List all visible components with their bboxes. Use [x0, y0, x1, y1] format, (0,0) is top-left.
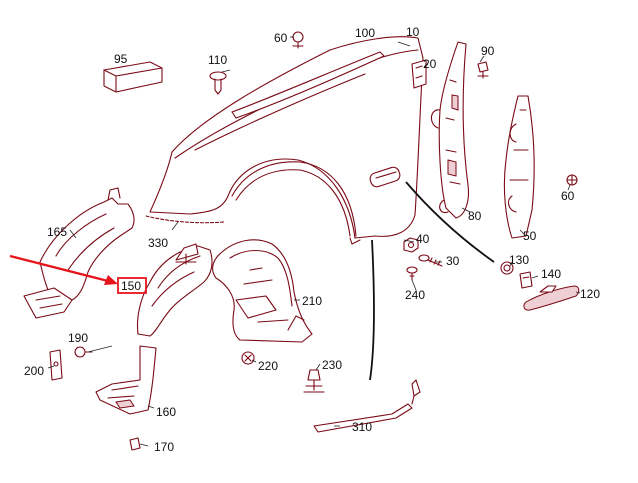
clip-90-part	[477, 61, 489, 79]
screw-60-top-part	[292, 31, 304, 49]
leader-lines	[47, 36, 581, 447]
clip-140-part	[519, 271, 533, 289]
cover-50-part	[503, 95, 535, 239]
label-90: 90	[481, 44, 495, 58]
clip-110-part	[209, 71, 227, 95]
label-60-top: 60	[274, 31, 288, 45]
label-130: 130	[509, 253, 529, 267]
part-labels: 95 110 60 100 10 20 90 80 50 60 40 30 24…	[24, 25, 600, 454]
label-210: 210	[302, 294, 322, 308]
label-170: 170	[154, 440, 174, 454]
wheel-liner-150-part	[136, 243, 213, 337]
label-100: 100	[355, 26, 375, 40]
label-220: 220	[258, 359, 278, 373]
label-150: 150	[121, 279, 141, 293]
label-95: 95	[114, 52, 128, 66]
screw-220-part	[241, 351, 255, 365]
grommet-130-part	[500, 261, 514, 275]
label-50: 50	[523, 229, 537, 243]
clip-200-part	[49, 349, 63, 381]
label-120: 120	[580, 287, 600, 301]
bracket-160-part	[95, 345, 157, 415]
label-10: 10	[406, 25, 420, 39]
label-40: 40	[416, 232, 430, 246]
bracket-20-part	[411, 59, 427, 89]
clip-170-part	[129, 437, 141, 451]
fender-part	[149, 36, 424, 245]
wheel-liner-165-part	[23, 187, 135, 319]
label-310: 310	[352, 420, 372, 434]
strip-330-part	[145, 215, 225, 224]
rubber-block-part	[103, 61, 163, 93]
label-190: 190	[68, 331, 88, 345]
trim-strip-part	[231, 51, 385, 119]
mounting-bracket-80-part	[430, 41, 470, 219]
nut-40-part	[403, 237, 419, 253]
label-165: 165	[47, 225, 67, 239]
label-240: 240	[405, 288, 425, 302]
label-160: 160	[156, 405, 176, 419]
label-140: 140	[541, 267, 561, 281]
screw-30-part	[418, 254, 443, 267]
label-80: 80	[468, 209, 482, 223]
highlight-box	[117, 277, 147, 294]
label-20: 20	[423, 57, 437, 71]
label-110: 110	[208, 53, 227, 67]
label-330: 330	[148, 236, 168, 250]
wiring-harness-310-part	[313, 181, 495, 433]
screw-60-right-part	[566, 174, 578, 186]
label-230: 230	[322, 358, 342, 372]
label-30: 30	[446, 254, 460, 268]
screw-240-part	[406, 266, 418, 281]
label-60-right: 60	[561, 189, 575, 203]
wheel-liner-210-part	[212, 239, 313, 343]
clip-230-part	[303, 369, 325, 393]
highlight-arrow	[9, 254, 118, 285]
side-marker-120-part	[523, 285, 580, 311]
label-200: 200	[24, 364, 44, 378]
